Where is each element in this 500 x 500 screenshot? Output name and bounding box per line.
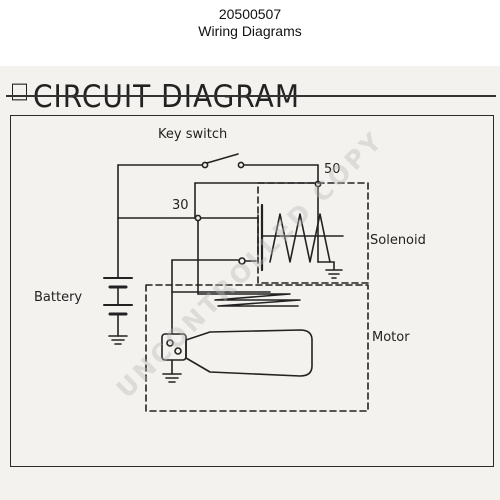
battery-label: Battery: [34, 290, 83, 305]
scanned-diagram-area: [0, 66, 500, 500]
battery-symbol: [103, 164, 133, 345]
solenoid-symbol: [171, 186, 344, 293]
diagram-frame: [10, 115, 494, 467]
part-number: 20500507: [218, 6, 282, 22]
terminal-30-label: 30: [172, 198, 189, 213]
checkbox-square-icon: [12, 83, 27, 101]
motor-symbol: [161, 291, 313, 383]
solenoid-housing-outline: [257, 182, 369, 284]
terminal-30-wiring: [117, 182, 316, 295]
document-header: 20500507 Wiring Diagrams: [0, 6, 500, 40]
key-switch-symbol: [117, 153, 322, 188]
key-switch-label: Key switch: [158, 127, 228, 142]
terminal-50-label: 50: [324, 162, 341, 177]
motor-label: Motor: [372, 330, 410, 345]
document-title: Wiring Diagrams: [198, 23, 302, 39]
motor-housing-outline: [145, 284, 369, 412]
heading-underline: [6, 95, 496, 97]
solenoid-label: Solenoid: [370, 233, 426, 248]
